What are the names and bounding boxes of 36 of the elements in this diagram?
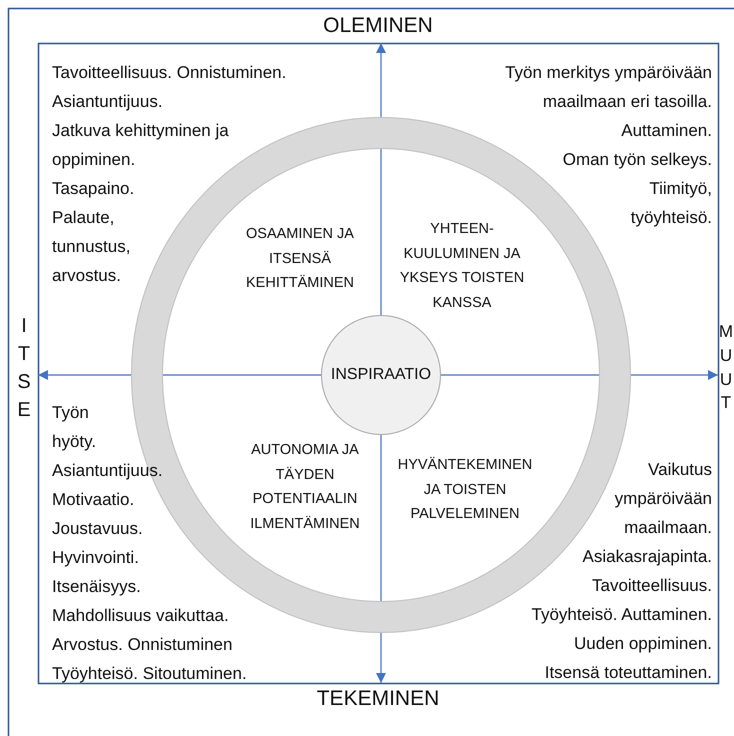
value-text: Vaikutus ympäröivään maailmaan. — [614, 459, 712, 539]
quadrant-title: HYVÄNTEKEMINEN JA TOISTEN PALVELEMINEN — [396, 456, 534, 524]
value-text: Työn merkitys ympäröivään maailmaan eri tasoilla. — [504, 62, 712, 113]
value-text: Joustavuus. — [52, 518, 143, 540]
node-text: OLEMINEN — [323, 14, 433, 38]
value-text: Oman työn selkeys. — [562, 149, 712, 171]
value-text: Jatkuva kehittyminen ja oppiminen. — [52, 120, 230, 171]
axis-arrow — [441, 370, 718, 380]
value-text: Tiimityö, työyhteisö. — [630, 178, 712, 229]
value-text: Asiakasrajapinta. — [582, 546, 712, 568]
value-text: Mahdollisuus vaikuttaa. — [52, 605, 229, 627]
value-text: Palaute, tunnustus, arvostus. — [52, 207, 132, 287]
value-text: Tasapaino. — [52, 178, 134, 200]
axis-arrow — [38, 370, 321, 380]
quadrant-title: OSAAMINEN JA ITSENSÄ KEHITTÄMINEN — [245, 225, 355, 293]
value-text: Asiantuntijuus. — [52, 460, 163, 482]
value-text: Työyhteisö. Auttaminen. — [532, 604, 712, 626]
node-text: MUUT — [718, 320, 734, 414]
value-text: Työyhteisö. Sitoutuminen. — [52, 663, 247, 685]
value-text: Uuden oppiminen. — [574, 633, 712, 655]
quadrant-title: YHTEEN-KUULUMINEN JA YKSEYS TOISTEN KANSSA — [398, 220, 526, 312]
value-text: Tavoitteellisuus. — [592, 575, 712, 597]
value-text: Itsensä toteuttaminen. — [544, 662, 712, 684]
node-text: INSPIRAATIO — [330, 366, 432, 384]
value-text: Itsenäisyys. — [52, 576, 141, 598]
quadrant-title: AUTONOMIA JA TÄYDEN POTENTIAALIN ILMENTÄMINEN — [249, 441, 361, 534]
value-text: Hyvinvointi. — [52, 547, 139, 569]
value-text: Arvostus. Onnistuminen — [52, 634, 232, 656]
value-text: Auttaminen. — [621, 120, 712, 142]
node-text: ITSE — [17, 314, 31, 422]
value-text: Motivaatio. — [52, 489, 134, 511]
node-text: TEKEMINEN — [316, 687, 440, 711]
axis-arrow — [376, 43, 386, 315]
value-text: Työn hyöty. — [52, 402, 98, 453]
value-text: Tavoitteellisuus. Onnistuminen. — [52, 62, 286, 84]
value-text: Asiantuntijuus. — [52, 91, 163, 113]
